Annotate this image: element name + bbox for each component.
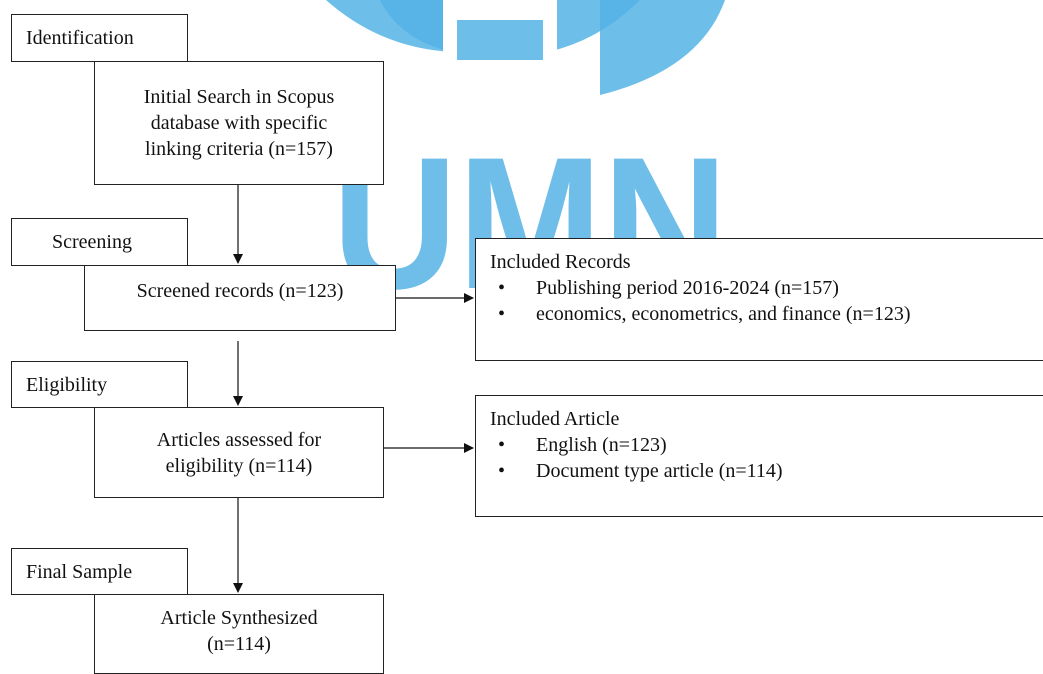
stage-screening-label: Screening <box>52 231 132 253</box>
list-item: • economics, econometrics, and finance (… <box>490 301 1043 327</box>
bullet-icon: • <box>498 434 506 456</box>
box-included-records: Included Records • Publishing period 201… <box>475 238 1043 361</box>
screened-records-text: Screened records (n=123) <box>136 280 344 302</box>
stage-eligibility-label: Eligibility <box>26 374 108 396</box>
box-included-article: Included Article • English (n=123) • Doc… <box>475 395 1043 517</box>
box-articles-assessed: Articles assessed for eligibility (n=114… <box>94 407 384 498</box>
article-synthesized-line-2: (n=114) <box>207 633 271 655</box>
stage-eligibility: Eligibility <box>11 361 188 408</box>
list-item: • Publishing period 2016-2024 (n=157) <box>490 275 1043 301</box>
stage-identification-label: Identification <box>26 27 134 49</box>
article-synthesized-line-1: Article Synthesized <box>160 607 318 629</box>
watermark-emblem <box>322 0 725 95</box>
included-records-item-2: economics, econometrics, and finance (n=… <box>536 303 911 325</box>
box-article-synthesized: Article Synthesized (n=114) <box>94 594 384 674</box>
included-article-item-2: Document type article (n=114) <box>536 460 783 482</box>
initial-search-line-3: linking criteria (n=157) <box>145 138 333 160</box>
included-records-list: • Publishing period 2016-2024 (n=157) • … <box>490 275 1043 327</box>
included-records-title: Included Records <box>490 251 631 273</box>
included-article-list: • English (n=123) • Document type articl… <box>490 432 1043 484</box>
articles-assessed-line-1: Articles assessed for <box>156 428 322 451</box>
box-screened-records: Screened records (n=123) <box>84 265 396 331</box>
box-initial-search: Initial Search in Scopus database with s… <box>94 61 384 185</box>
bullet-icon: • <box>498 303 506 325</box>
stage-final-sample-label: Final Sample <box>26 561 133 583</box>
included-article-item-1: English (n=123) <box>536 434 667 456</box>
list-item: • English (n=123) <box>490 432 1043 458</box>
stage-identification: Identification <box>11 14 188 62</box>
articles-assessed-line-2: eligibility (n=114) <box>165 454 313 477</box>
included-records-item-1: Publishing period 2016-2024 (n=157) <box>536 277 839 299</box>
initial-search-line-1: Initial Search in Scopus <box>143 86 335 108</box>
bullet-icon: • <box>498 277 506 299</box>
initial-search-line-2: database with specific <box>150 112 328 134</box>
bullet-icon: • <box>498 460 506 482</box>
included-article-title: Included Article <box>490 408 620 430</box>
stage-screening: Screening <box>11 218 188 266</box>
stage-final-sample: Final Sample <box>11 548 188 595</box>
list-item: • Document type article (n=114) <box>490 458 1043 484</box>
